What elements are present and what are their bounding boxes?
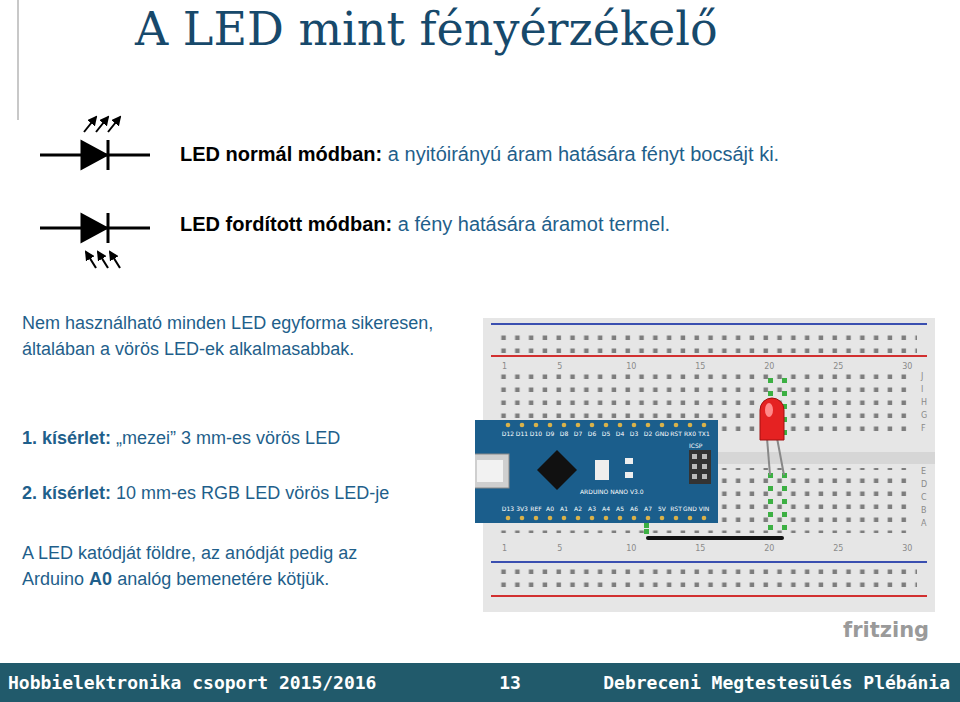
- text-label: „mezei” 3 mm-es vörös LED: [116, 428, 340, 448]
- pin-label: A3: [588, 505, 596, 512]
- column-number: 1: [502, 544, 507, 553]
- column-number: 1: [502, 362, 507, 371]
- pin-label: D5: [602, 430, 610, 437]
- pin-label: D13: [502, 505, 514, 512]
- pin-label: D4: [616, 430, 624, 437]
- photodiode-symbol: [40, 213, 150, 268]
- led-symbol: [40, 117, 150, 170]
- footer-text: Hobbielektronika csoport 2015/2016: [8, 672, 376, 693]
- column-number: 25: [833, 544, 843, 553]
- pin-label: 5V: [658, 505, 666, 512]
- column-number: 10: [626, 544, 636, 553]
- text-label: 10 mm-es RGB LED vörös LED-je: [116, 483, 389, 503]
- pin-label: A5: [616, 505, 624, 512]
- text-paragraph: 1. kísérlet:„mezei” 3 mm-es vörös LED: [22, 425, 477, 451]
- pin-label: GND: [655, 430, 669, 437]
- text-label: Nem használható minden LED egyforma sike…: [22, 313, 433, 359]
- pin-label: D8: [560, 430, 568, 437]
- pin-label: D10: [530, 430, 542, 437]
- row-letter: F: [921, 424, 926, 433]
- row-letter: A: [921, 519, 926, 528]
- row-letter: C: [921, 493, 927, 502]
- pin-label: D9: [546, 430, 554, 437]
- icsp-header: [689, 450, 711, 484]
- pin-label: A7: [644, 505, 652, 512]
- pin-label: A4: [602, 505, 610, 512]
- column-number: 20: [764, 362, 774, 371]
- column-number: 20: [764, 544, 774, 553]
- bold-label: A0: [89, 569, 112, 589]
- text-paragraph: A LED katódját földre, az anódját pedig …: [22, 540, 467, 592]
- bold-label: 2. kísérlet:: [22, 483, 111, 503]
- arduino-nano-board: D12D11D10D9D8D7D6D5D4D3D2GNDRSTRX0TX1D13…: [475, 420, 718, 523]
- led-leg: [777, 438, 784, 475]
- slide-title: A LED mint fényérzékelő: [135, 2, 718, 56]
- board-label: ICSP: [689, 442, 702, 449]
- footer-band: Hobbielektronika csoport 2015/201613Debr…: [0, 663, 960, 702]
- pin-label: VIN: [699, 505, 709, 512]
- column-number: 30: [902, 544, 912, 553]
- pin-label: RX0: [684, 430, 696, 437]
- mcu-chip: [537, 450, 577, 490]
- red-led: [760, 398, 784, 440]
- text-label: a fény hatására áramot termel.: [398, 213, 670, 235]
- breadboard: 151015202530151015202530JIHGFEDCBAD12D11…: [483, 318, 935, 612]
- row-letter: J: [921, 372, 923, 381]
- row-letter: E: [921, 467, 926, 476]
- text-paragraph: Nem használható minden LED egyforma sike…: [22, 310, 462, 362]
- column-number: 25: [833, 362, 843, 371]
- text-paragraph: LED fordított módban: a fény hatására ára…: [180, 210, 940, 239]
- pin-label: D12: [502, 430, 514, 437]
- text-label: a nyitóirányú áram hatására fényt bocsáj…: [388, 143, 779, 165]
- led-leg: [767, 438, 770, 475]
- bold-label: 1. kísérlet:: [22, 428, 111, 448]
- bold-label: LED normál módban:: [180, 143, 382, 165]
- pin-label: TX1: [698, 430, 710, 437]
- pin-label: A6: [630, 505, 638, 512]
- row-letter: D: [921, 480, 927, 489]
- pin-label: RST: [670, 430, 682, 437]
- column-number: 30: [902, 362, 912, 371]
- column-number: 10: [626, 362, 636, 371]
- pin-label: D11: [516, 430, 528, 437]
- row-letter: G: [921, 411, 927, 420]
- bold-label: LED fordított módban:: [180, 213, 392, 235]
- column-number: 5: [557, 362, 562, 371]
- deco-line: [17, 0, 19, 120]
- pin-label: RST: [670, 505, 682, 512]
- pin-label: GND: [683, 505, 697, 512]
- pin-label: A2: [574, 505, 582, 512]
- pin-label: A1: [560, 505, 568, 512]
- column-number: 15: [695, 544, 705, 553]
- text-paragraph: 2. kísérlet:10 mm-es RGB LED vörös LED-j…: [22, 480, 477, 506]
- pin-label: D2: [644, 430, 652, 437]
- footer-text: Debreceni Megtestesülés Plébánia: [603, 672, 950, 693]
- usb-connector: [475, 454, 509, 488]
- column-number: 5: [557, 544, 562, 553]
- pin-label: 3V3: [516, 505, 528, 512]
- pin-label: D6: [588, 430, 596, 437]
- pin-label: D3: [630, 430, 638, 437]
- row-letter: H: [921, 398, 927, 407]
- pin-label: REF: [530, 505, 541, 512]
- text-label: analóg bemenetére kötjük.: [117, 569, 329, 589]
- board-label: ARDUINO NANO V3.0: [580, 488, 644, 495]
- column-number: 15: [695, 362, 705, 371]
- pin-label: D7: [574, 430, 582, 437]
- ground-wire: [648, 536, 782, 540]
- pin-label: A0: [546, 505, 554, 512]
- watermark: fritzing: [843, 618, 929, 642]
- text-paragraph: LED normál módban: a nyitóirányú áram hat…: [180, 140, 940, 169]
- row-letter: I: [921, 385, 923, 394]
- row-letter: B: [921, 506, 927, 515]
